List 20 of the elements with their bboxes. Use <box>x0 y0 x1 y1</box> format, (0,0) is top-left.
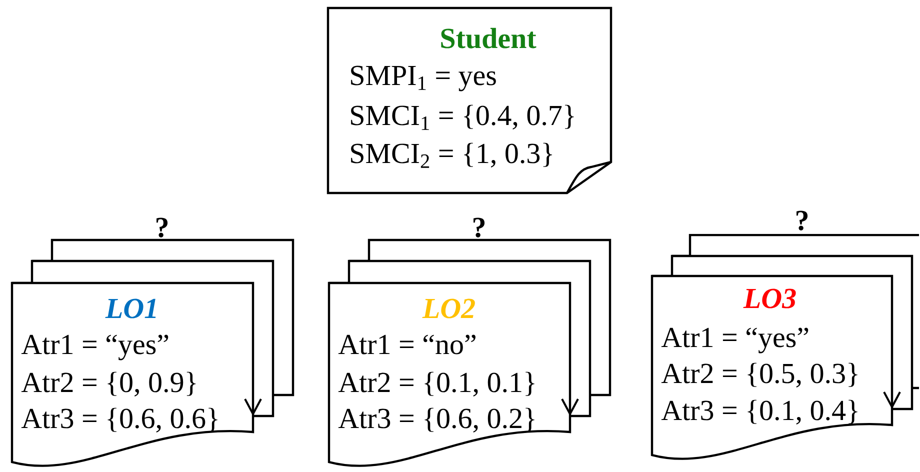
attribute-text: Atr3 = {0.1, 0.4} <box>661 400 858 424</box>
question-mark: ? <box>796 210 808 230</box>
attribute-text: Atr1 = “yes” <box>21 334 168 360</box>
attribute-text: Atr2 = {0, 0.9} <box>21 372 196 396</box>
question-mark: ? <box>474 218 485 238</box>
attribute-text: Atr2 = {0.1, 0.1} <box>338 372 534 396</box>
attribute-text: SMPI$_{1}$ = yes <box>351 66 496 92</box>
attribute-text: Atr3 = {0.6, 0.6} <box>21 408 218 432</box>
attribute-text: Atr1 = “yes” <box>661 328 808 354</box>
box-title: Student <box>441 28 536 48</box>
box-title: LO3 <box>743 288 796 308</box>
attribute-text: Atr1 = “no” <box>338 334 476 354</box>
note-box <box>326 6 612 194</box>
attribute-text: Atr2 = {0.5, 0.3} <box>661 362 858 388</box>
attribute-text: SMCI$_{1}$ = {0.4, 0.7} <box>351 104 574 130</box>
box-title: LO1 <box>105 298 156 318</box>
question-mark: ? <box>156 218 168 238</box>
box-title: LO2 <box>422 298 475 318</box>
attribute-text: SMCI$_{2}$ = {1, 0.3} <box>351 142 552 168</box>
attribute-text: Atr3 = {0.6, 0.2} <box>338 408 534 432</box>
